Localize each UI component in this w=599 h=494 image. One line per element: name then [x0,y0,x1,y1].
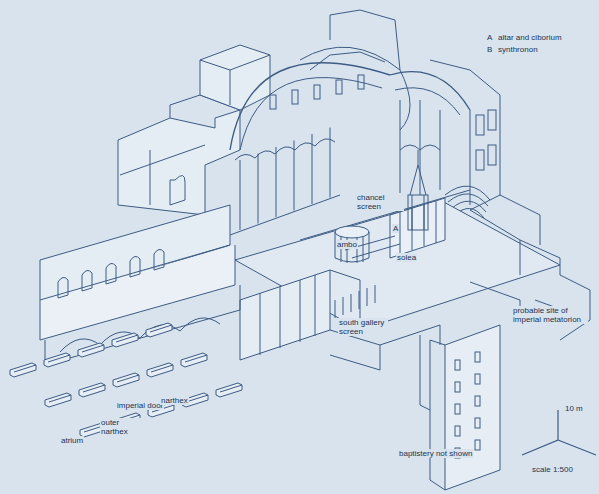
building-detail [44,353,70,367]
building-detail [359,291,360,309]
building-detail [351,294,352,312]
building-detail [79,383,105,397]
building-detail [336,80,342,94]
building-detail [276,147,277,217]
key-text: synthronon [497,45,539,54]
key-text: altar and ciborium [497,33,563,42]
building-detail [367,288,368,306]
building-detail [358,75,364,89]
building-detail [455,360,460,370]
building-detail [314,85,320,99]
building-detail [312,134,313,204]
building-detail [113,373,139,387]
part-label: chancel screen [356,193,404,211]
building-detail [258,154,259,224]
callout-letter: A [392,224,399,233]
note: baptistery not shown [398,449,473,458]
building-detail [78,343,104,357]
building-detail [375,285,376,303]
building-detail [475,440,480,450]
building-detail [475,374,480,384]
building-detail [335,300,336,318]
building-detail [455,426,460,436]
part-label: imperial door [116,401,164,410]
building-detail [240,160,241,230]
building-detail [181,353,207,367]
part-label: solea [396,253,417,262]
part-label: outer narthex [100,418,142,436]
building-detail [475,418,480,428]
building-detail [455,382,460,392]
dimension: 10 m [564,404,584,413]
building-detail [146,323,172,337]
building-detail [292,90,298,104]
building-detail [455,404,460,414]
part-label: probable site of imperial metatorion [512,306,588,324]
building-detail [45,393,71,407]
building-detail [475,352,480,362]
key-letter: B [486,45,493,54]
building-detail [294,141,295,211]
scale-note: scale 1:500 [531,465,574,474]
building-detail [112,333,138,347]
building-detail [330,128,331,198]
building-detail [270,95,276,109]
part-label: ambo [336,240,358,249]
building-detail [475,396,480,406]
part-label: south gallery screen [338,318,388,336]
building-detail [10,363,36,377]
building-detail [216,383,242,397]
key-letter: A [486,33,493,42]
part-label: atrium [60,436,84,445]
building-detail [343,297,344,315]
part-label: narthex [160,396,189,405]
building-detail [147,363,173,377]
